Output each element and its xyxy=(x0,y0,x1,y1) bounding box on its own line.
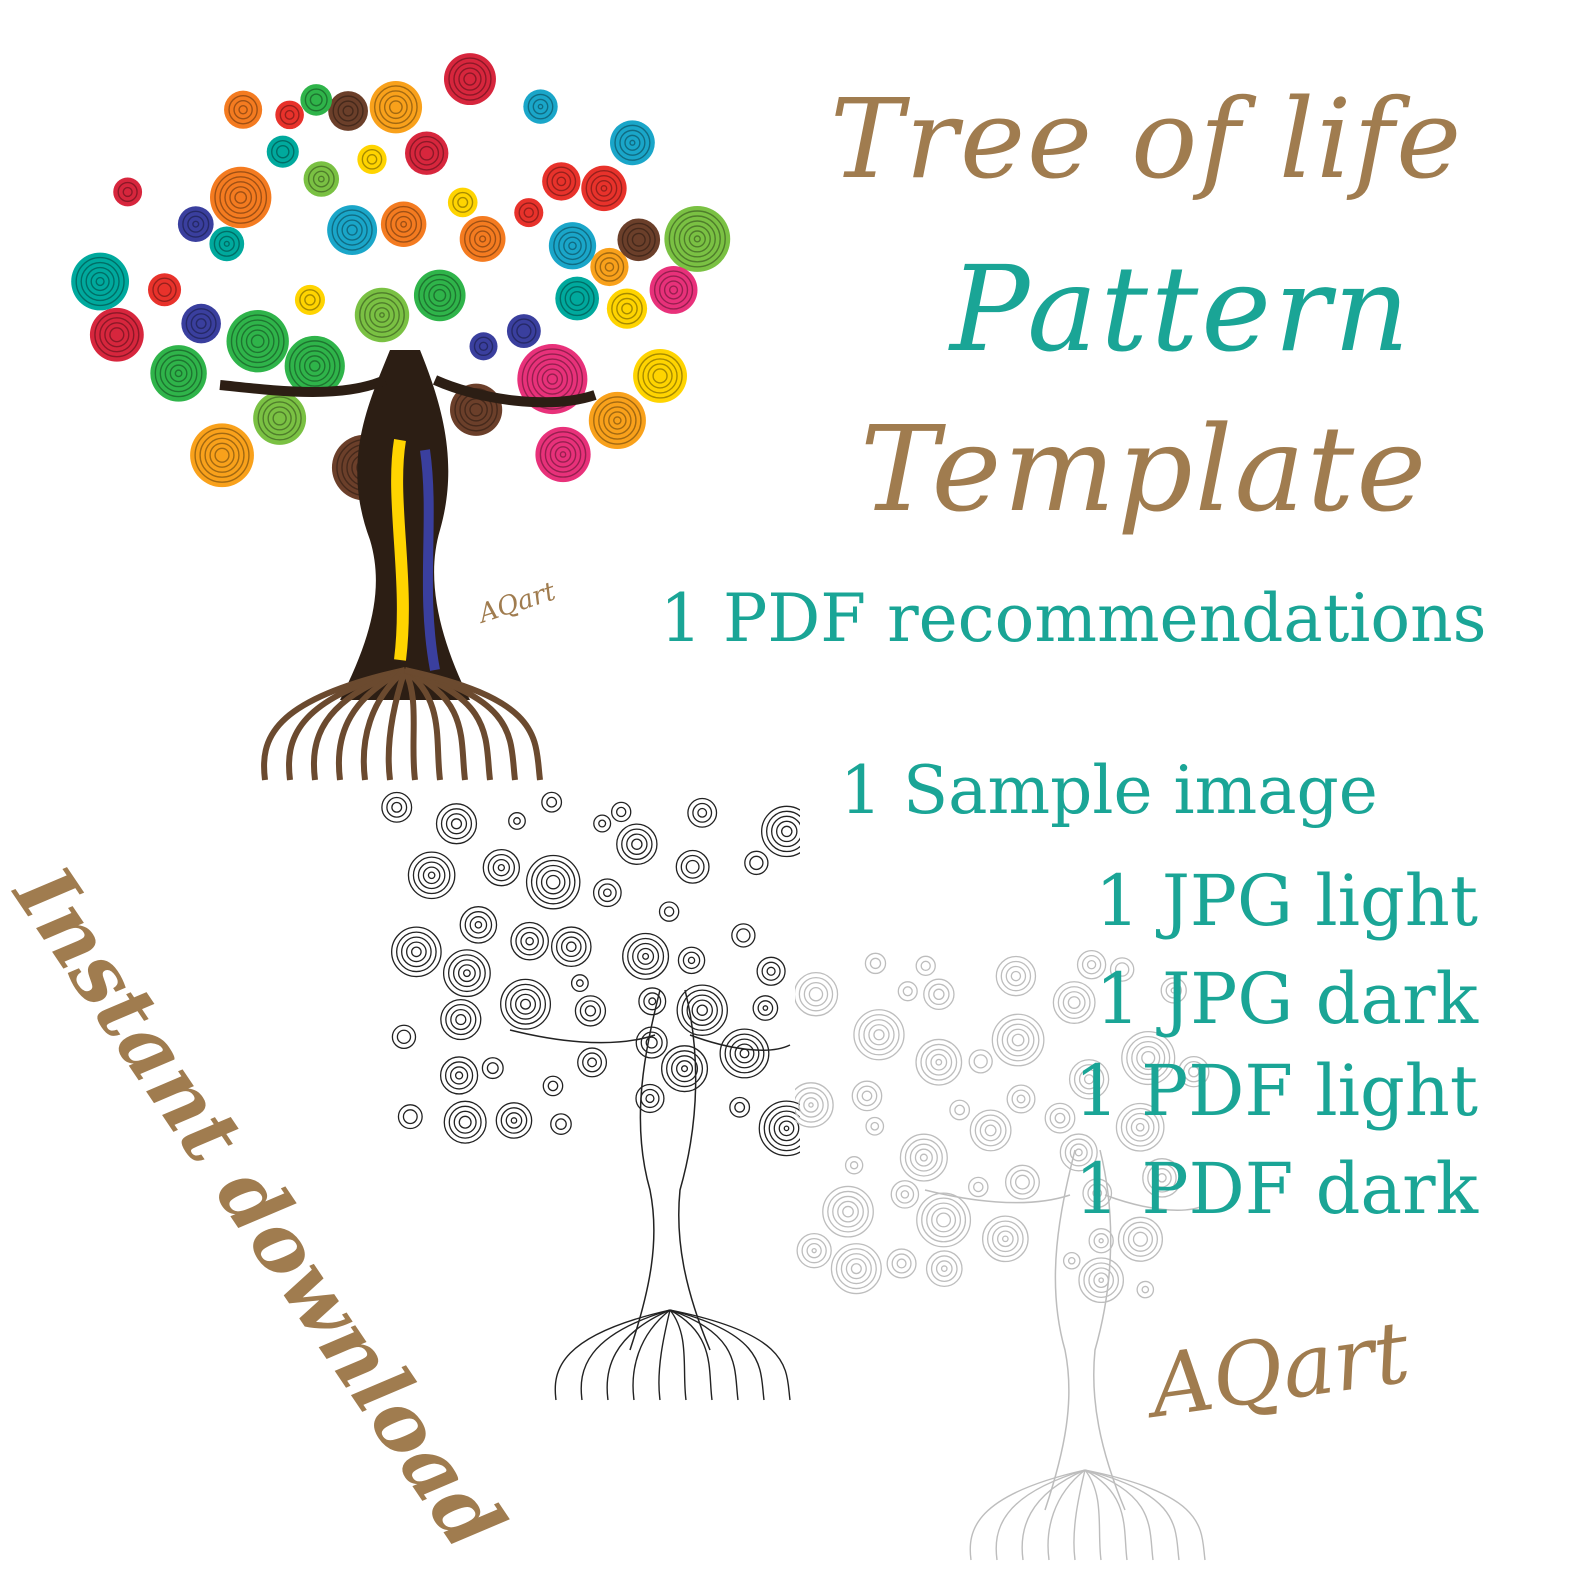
pdf-recommendations-text: 1 PDF recommendations xyxy=(660,580,1487,657)
file-item-jpg-light: 1 JPG light xyxy=(1095,860,1478,942)
outline-pattern-dark-image xyxy=(381,791,800,1401)
title-line-2: Pattern xyxy=(950,240,1413,378)
title-line-3: Template xyxy=(860,400,1429,538)
outline-pattern-light-image xyxy=(795,950,1210,1561)
sample-image-text: 1 Sample image xyxy=(840,752,1378,829)
file-item-pdf-dark: 1 PDF dark xyxy=(1074,1148,1478,1230)
file-item-pdf-light: 1 PDF light xyxy=(1074,1050,1478,1132)
title-line-1: Tree of life xyxy=(830,75,1464,203)
file-item-jpg-dark: 1 JPG dark xyxy=(1095,958,1478,1040)
quilled-tree-image xyxy=(40,20,800,800)
